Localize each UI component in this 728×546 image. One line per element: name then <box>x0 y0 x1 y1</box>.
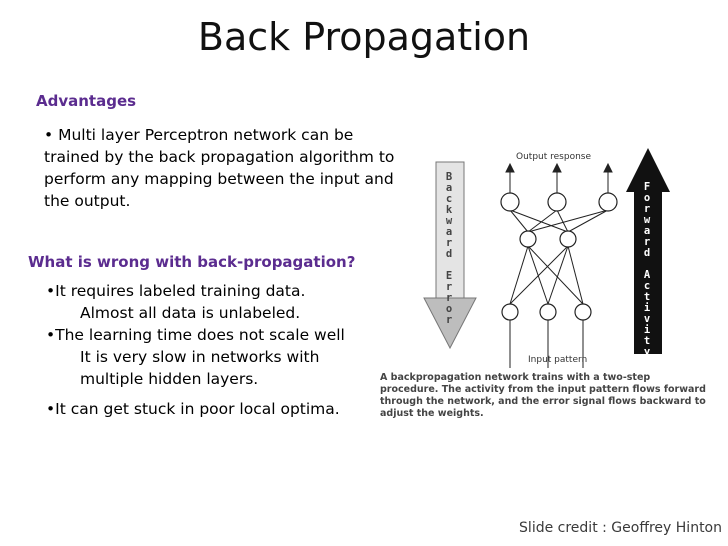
bullet-labeled-data-sub: Almost all data is unlabeled. <box>80 304 301 322</box>
slide-credit: Slide credit : Geoffrey Hinton <box>519 520 722 536</box>
input-pattern-label: Input pattern <box>528 355 588 365</box>
forward-arrow <box>626 148 670 354</box>
output-response-label: Output response <box>516 152 592 162</box>
problems-heading: What is wrong with back-propagation? <box>28 253 356 271</box>
network-connections <box>505 162 613 368</box>
network-nodes <box>500 192 618 321</box>
figure-caption: A backpropagation network trains with a … <box>380 372 706 419</box>
slide-title: Back Propagation <box>197 15 531 59</box>
bullet-learning-time: •The learning time does not scale well <box>46 326 345 344</box>
advantages-text: • Multi layer Perceptron network can be … <box>44 126 395 210</box>
bullet-labeled-data: •It requires labeled training data. <box>46 282 306 300</box>
backward-arrow <box>423 161 477 350</box>
advantages-heading: Advantages <box>36 92 137 110</box>
bullet-learning-time-sub1: It is very slow in networks with <box>80 348 320 366</box>
bullet-local-optima: •It can get stuck in poor local optima. <box>46 400 340 418</box>
network-diagram <box>420 148 680 368</box>
bullet-learning-time-sub2: multiple hidden layers. <box>80 370 259 388</box>
